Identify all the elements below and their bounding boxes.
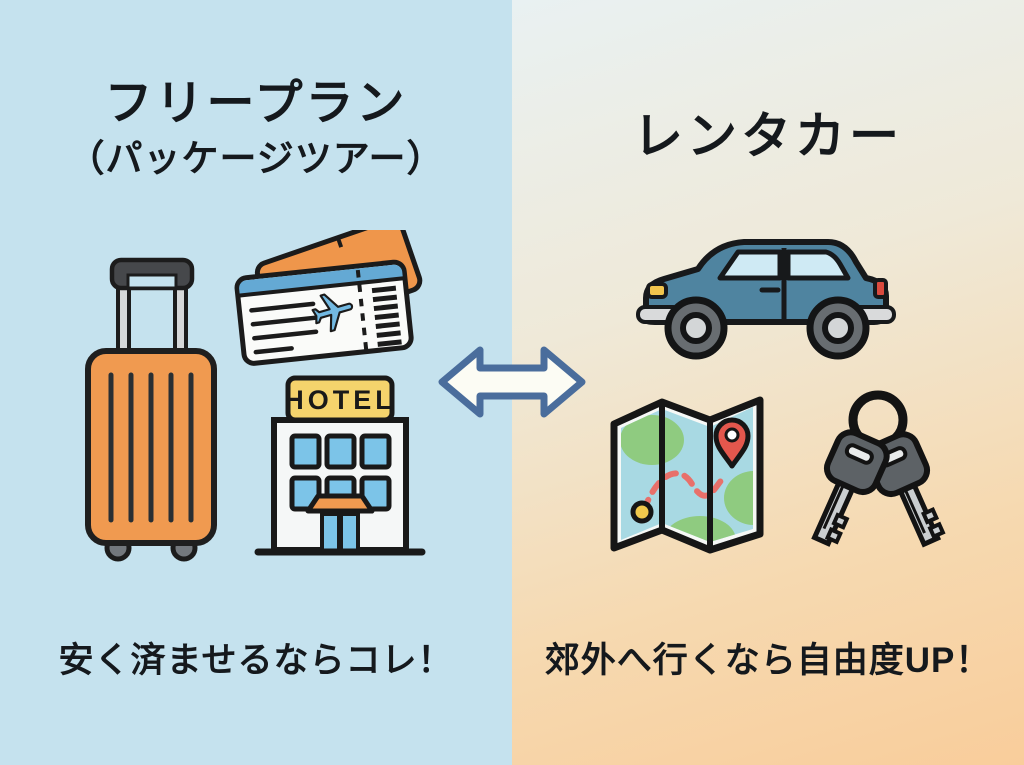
double-arrow-icon bbox=[438, 346, 586, 418]
route-start-dot bbox=[630, 500, 654, 524]
car-icon bbox=[636, 239, 896, 360]
hotel-sign-text: HOTEL bbox=[284, 385, 396, 415]
free-plan-caption: 安く済ませるならコレ！ bbox=[58, 641, 454, 680]
free-plan-title-line2: （パッケージツアー） bbox=[67, 137, 445, 179]
rear-wheel bbox=[806, 296, 870, 360]
rental-car-panel bbox=[512, 0, 1024, 765]
free-plan-title: フリープラン （パッケージツアー） bbox=[0, 76, 512, 180]
map-icon bbox=[610, 396, 764, 554]
flight-tickets-icon bbox=[234, 230, 423, 366]
suitcase-icon bbox=[85, 257, 217, 562]
rental-car-caption: 郊外へ行くなら自由度UP！ bbox=[544, 641, 992, 680]
boarding-pass bbox=[234, 259, 414, 366]
front-wheel bbox=[664, 296, 728, 360]
airplane-icon bbox=[311, 293, 354, 333]
car-keys-icon bbox=[811, 390, 946, 548]
hotel-icon: HOTEL bbox=[254, 375, 426, 556]
free-plan-title-line1: フリープラン bbox=[104, 77, 408, 130]
location-pin-icon bbox=[713, 417, 751, 469]
rental-car-title: レンタカー bbox=[633, 108, 903, 164]
key-left bbox=[811, 429, 890, 547]
